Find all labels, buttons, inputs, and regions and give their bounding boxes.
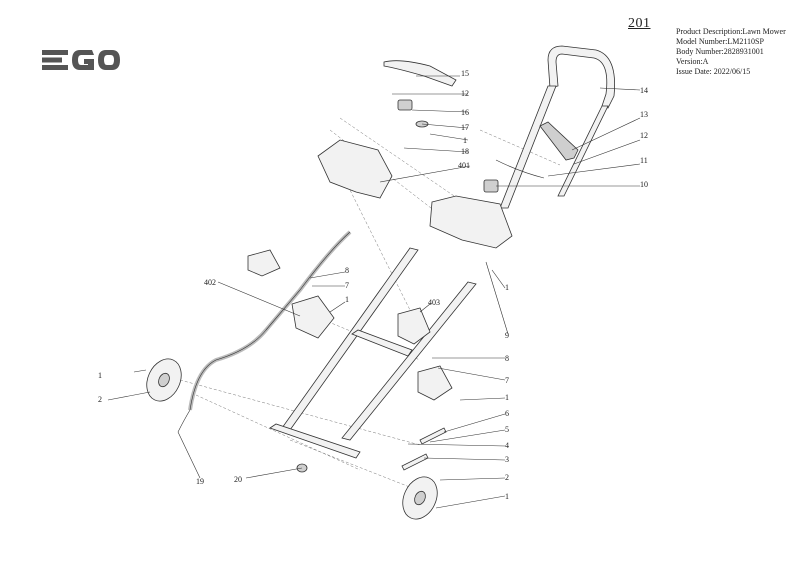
callout-1: 1 bbox=[505, 393, 509, 402]
mid-crossbar bbox=[351, 329, 413, 357]
callout-403: 403 bbox=[428, 298, 440, 307]
callout-9: 9 bbox=[505, 331, 509, 340]
latch-left bbox=[247, 249, 281, 277]
callout-15: 15 bbox=[461, 69, 469, 78]
latch-right bbox=[417, 365, 453, 401]
callout-1: 1 bbox=[505, 492, 509, 501]
callout-2: 2 bbox=[98, 395, 102, 404]
callout-8: 8 bbox=[345, 266, 349, 275]
callout-1: 1 bbox=[98, 371, 102, 380]
callout-402: 402 bbox=[204, 278, 216, 287]
switch-part bbox=[397, 99, 413, 111]
callout-10: 10 bbox=[640, 180, 648, 189]
lower-crossbar bbox=[269, 423, 361, 459]
callout-18: 18 bbox=[461, 147, 469, 156]
upper-tube-left bbox=[499, 85, 557, 209]
callout-6: 6 bbox=[505, 409, 509, 418]
leader-lines bbox=[107, 75, 641, 509]
wheel-right-hub bbox=[414, 490, 426, 506]
upper-tube-right bbox=[557, 105, 609, 197]
issue-date: Issue Date: 2022/06/15 bbox=[676, 67, 751, 76]
product-info-block: Product Description:Lawn Mower Model Num… bbox=[676, 27, 786, 77]
callout-8: 8 bbox=[505, 354, 509, 363]
callout-12: 12 bbox=[640, 131, 648, 140]
callout-4: 4 bbox=[505, 441, 509, 450]
sheet-number: 201 bbox=[628, 16, 651, 31]
callout-2: 2 bbox=[505, 473, 509, 482]
callout-1: 1 bbox=[345, 295, 349, 304]
callout-1: 1 bbox=[463, 136, 467, 145]
callout-16: 16 bbox=[461, 108, 469, 117]
brand-logo bbox=[42, 50, 120, 70]
callout-1: 1 bbox=[505, 283, 509, 292]
callout-20: 20 bbox=[234, 475, 242, 484]
callout-7: 7 bbox=[345, 281, 349, 290]
axle-rod bbox=[401, 453, 429, 471]
version: Version:A bbox=[676, 57, 709, 66]
callout-5: 5 bbox=[505, 425, 509, 434]
callout-14: 14 bbox=[640, 86, 648, 95]
left-curved-bar-outline bbox=[189, 231, 351, 411]
callout-19: 19 bbox=[196, 477, 204, 486]
callout-17: 17 bbox=[461, 123, 469, 132]
callout-labels: 15 12 16 17 1 18 401 14 13 12 11 10 8 7 … bbox=[98, 69, 648, 501]
control-housing-upper bbox=[317, 139, 393, 199]
upper-handle bbox=[547, 45, 615, 109]
bail-bar bbox=[539, 121, 579, 161]
callout-12: 12 bbox=[461, 89, 469, 98]
callout-401: 401 bbox=[458, 161, 470, 170]
body-number: Body Number:2828931001 bbox=[676, 47, 764, 56]
cable-clip bbox=[483, 179, 499, 193]
callout-11: 11 bbox=[640, 156, 648, 165]
product-description: Product Description:Lawn Mower bbox=[676, 27, 786, 36]
wheel-left-hub bbox=[158, 372, 170, 388]
drive-cable bbox=[177, 409, 191, 433]
lower-tube-right bbox=[341, 281, 477, 441]
height-adjust-right bbox=[397, 307, 431, 345]
callout-13: 13 bbox=[640, 110, 648, 119]
control-housing-lower bbox=[429, 195, 513, 249]
callout-3: 3 bbox=[505, 455, 509, 464]
callout-7: 7 bbox=[505, 376, 509, 385]
control-cable bbox=[495, 159, 545, 179]
height-adjust-left bbox=[291, 295, 335, 339]
spring-rod bbox=[419, 427, 447, 445]
model-number: Model Number:LM2110SP bbox=[676, 37, 764, 46]
cover-plate bbox=[383, 60, 457, 87]
lower-tube-left bbox=[281, 247, 419, 431]
